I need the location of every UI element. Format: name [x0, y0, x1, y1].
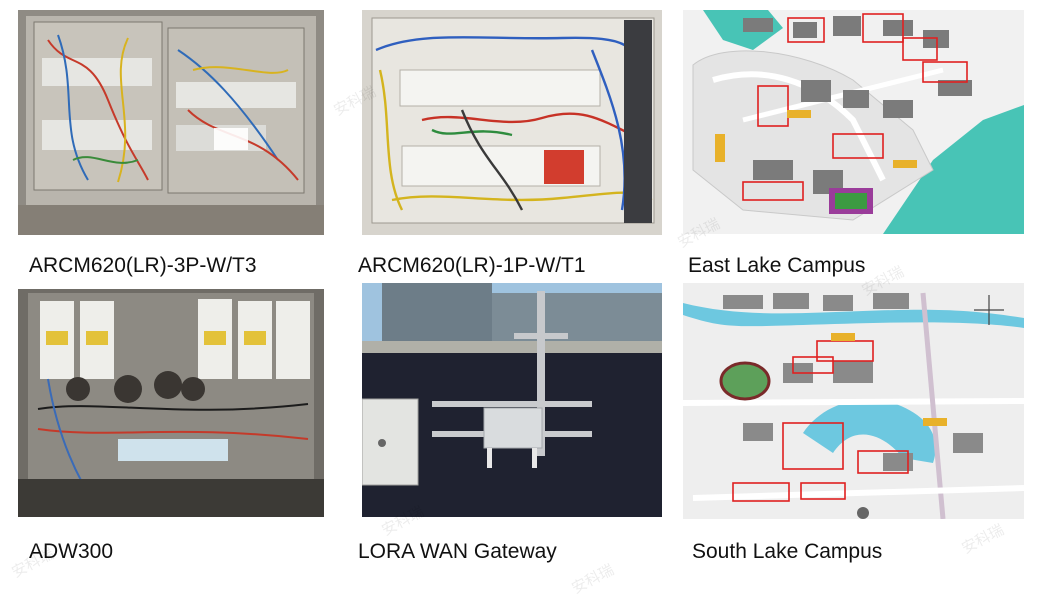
caption-adw300: ADW300	[29, 540, 114, 563]
photo-arcm620-1p	[362, 10, 662, 235]
caption-lora-wan-gateway: LORA WAN Gateway	[358, 540, 557, 563]
photo-arcm620-3p	[18, 10, 324, 235]
caption-south-lake-campus: South Lake Campus	[692, 540, 883, 563]
map-east-lake-campus	[683, 10, 1024, 234]
photo-adw300	[18, 289, 324, 517]
watermark: 安科瑞	[958, 520, 1007, 558]
caption-east-lake-campus: East Lake Campus	[688, 254, 866, 277]
watermark: 安科瑞	[568, 560, 617, 598]
map-south-lake-campus	[683, 283, 1024, 519]
caption-arcm620-1p: ARCM620(LR)-1P-W/T1	[358, 254, 586, 277]
photo-lora-wan-gateway	[362, 283, 662, 517]
caption-arcm620-3p: ARCM620(LR)-3P-W/T3	[29, 254, 257, 277]
